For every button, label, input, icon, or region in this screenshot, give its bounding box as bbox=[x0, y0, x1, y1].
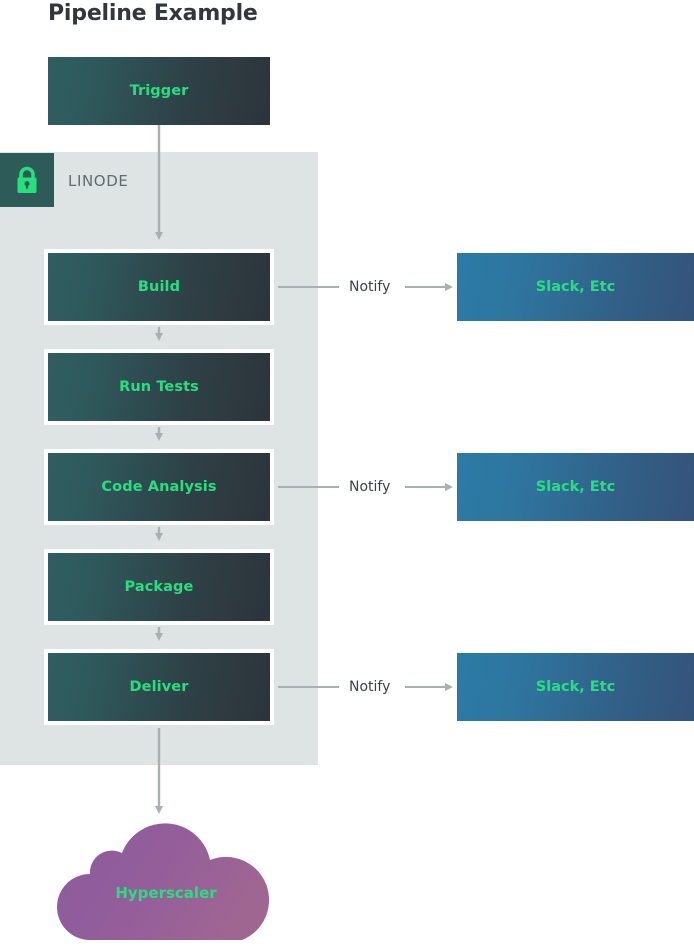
node-code-analysis[interactable]: Code Analysis bbox=[44, 449, 274, 525]
node-build-label: Build bbox=[137, 279, 181, 295]
node-notify-target-1-label: Slack, Etc bbox=[535, 279, 616, 295]
node-notify-target-2-label: Slack, Etc bbox=[535, 479, 616, 495]
node-notify-target-2[interactable]: Slack, Etc bbox=[457, 453, 694, 521]
node-run-tests-label: Run Tests bbox=[119, 379, 199, 395]
edge-label-notify-3: Notify bbox=[349, 679, 391, 695]
node-deliver-label: Deliver bbox=[129, 679, 189, 695]
node-trigger[interactable]: Trigger bbox=[48, 57, 270, 125]
lock-icon bbox=[17, 166, 37, 193]
node-trigger-label: Trigger bbox=[129, 83, 189, 99]
node-notify-target-1[interactable]: Slack, Etc bbox=[457, 253, 694, 321]
node-package[interactable]: Package bbox=[44, 549, 274, 625]
edge-label-notify-1: Notify bbox=[349, 279, 391, 295]
node-code-analysis-label: Code Analysis bbox=[101, 479, 217, 495]
node-deliver[interactable]: Deliver bbox=[44, 649, 274, 725]
node-package-label: Package bbox=[124, 579, 194, 595]
linode-label: LINODE bbox=[68, 172, 129, 190]
node-run-tests[interactable]: Run Tests bbox=[44, 349, 274, 425]
cloud-shape-icon bbox=[57, 823, 270, 940]
linode-lock-badge bbox=[0, 153, 54, 207]
node-notify-target-3-label: Slack, Etc bbox=[535, 679, 616, 695]
node-build[interactable]: Build bbox=[44, 249, 274, 325]
node-notify-target-3[interactable]: Slack, Etc bbox=[457, 653, 694, 721]
edge-label-notify-2: Notify bbox=[349, 479, 391, 495]
node-hyperscaler[interactable]: Hyperscaler bbox=[50, 818, 282, 944]
page-title: Pipeline Example bbox=[48, 1, 258, 26]
